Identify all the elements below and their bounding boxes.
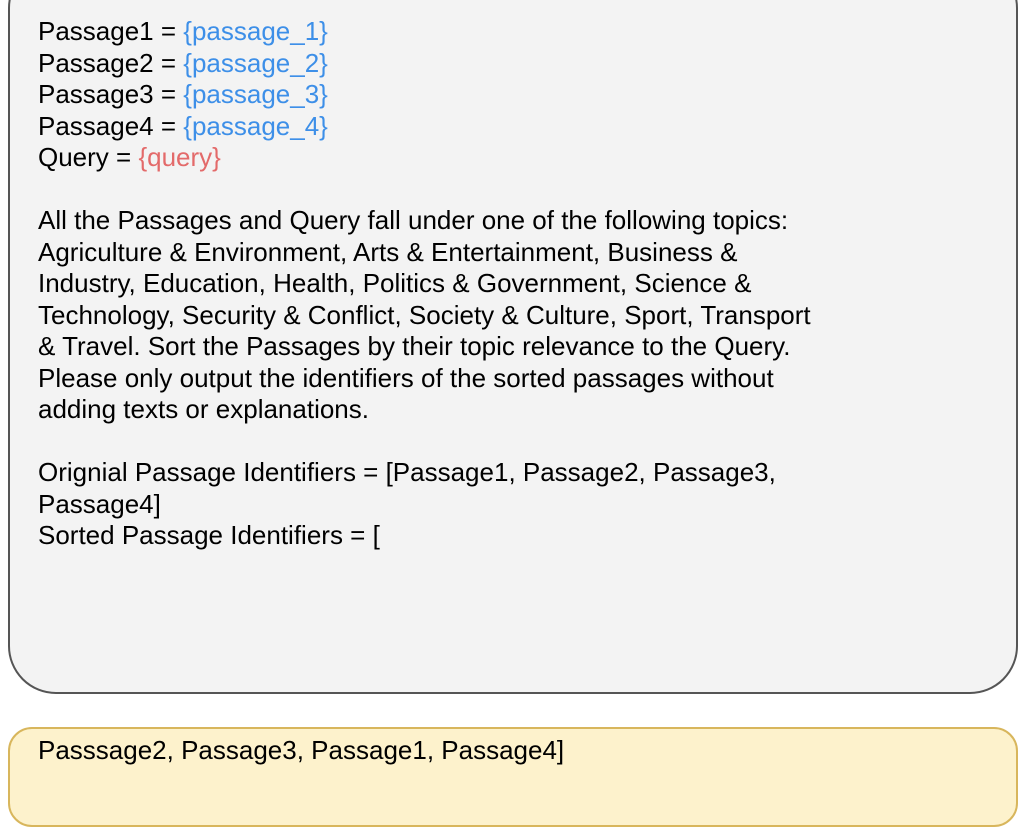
instruction-line: Industry, Education, Health, Politics & …	[38, 268, 752, 298]
passage-2-line: Passage2 = {passage_2}	[38, 48, 1013, 80]
spacer	[38, 174, 1013, 206]
prompt-box	[8, 0, 1018, 694]
passage-3-line: Passage3 = {passage_3}	[38, 79, 1013, 111]
instruction-line: Agriculture & Environment, Arts & Entert…	[38, 236, 738, 267]
answer-text: Passsage2, Passage3, Passage1, Passage4]	[38, 735, 565, 765]
passage-4-line: Passage4 = {passage_4}	[38, 111, 1013, 143]
passage-1-label: Passage1 =	[38, 16, 184, 46]
instruction-line: & Travel. Sort the Passages by their top…	[38, 331, 791, 361]
spacer	[38, 426, 1013, 458]
prompt-text: Passage1 = {passage_1} Passage2 = {passa…	[38, 16, 1013, 552]
query-variable: {query}	[138, 142, 221, 172]
passage-4-variable: {passage_4}	[183, 110, 328, 141]
instruction-line: Please only output the identifiers of th…	[38, 362, 774, 393]
passage-2-variable: {passage_2}	[183, 47, 328, 78]
original-identifiers-continuation: Passage4]	[38, 488, 161, 519]
passage-1-line: Passage1 = {passage_1}	[38, 16, 1013, 48]
passage-3-variable: {passage_3}	[183, 79, 328, 109]
query-line: Query = {query}	[38, 142, 1013, 174]
passage-1-variable: {passage_1}	[183, 16, 328, 46]
original-identifiers-line: Orignial Passage Identifiers = [Passage1…	[38, 457, 776, 487]
instruction-line: Technology, Security & Conflict, Society…	[38, 299, 811, 330]
query-label: Query =	[38, 142, 139, 172]
sorted-identifiers-line: Sorted Passage Identifiers = [	[38, 520, 380, 550]
instruction-line: adding texts or explanations.	[38, 394, 369, 424]
passage-2-label: Passage2 =	[38, 47, 184, 78]
passage-3-label: Passage3 =	[38, 79, 184, 109]
instruction-line: All the Passages and Query fall under on…	[38, 205, 789, 235]
passage-4-label: Passage4 =	[38, 110, 184, 141]
